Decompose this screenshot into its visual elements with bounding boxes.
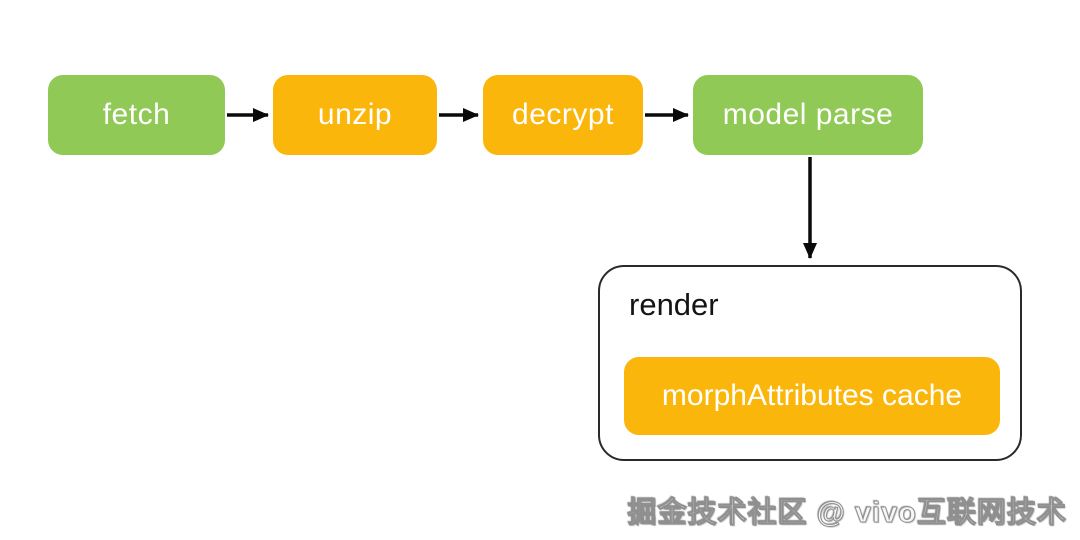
flow-node-fetch-label: fetch: [102, 98, 171, 131]
flow-node-decrypt-label: decrypt: [512, 98, 614, 131]
flow-node-fetch: fetch: [48, 75, 225, 155]
watermark-text: 掘金技术社区 @ vivo互联网技术: [627, 497, 1067, 530]
flow-node-unzip: unzip: [273, 75, 437, 155]
flow-node-morph-attributes-cache: morphAttributes cache: [624, 357, 1000, 435]
flow-node-model-parse-label: model parse: [722, 98, 894, 131]
flow-node-unzip-label: unzip: [317, 98, 393, 131]
flow-node-model-parse: model parse: [693, 75, 923, 155]
render-group-label: render: [629, 287, 719, 322]
flow-node-decrypt: decrypt: [483, 75, 643, 155]
render-group-box: render morphAttributes cache: [598, 265, 1022, 461]
flow-node-morph-attributes-cache-label: morphAttributes cache: [661, 379, 963, 412]
